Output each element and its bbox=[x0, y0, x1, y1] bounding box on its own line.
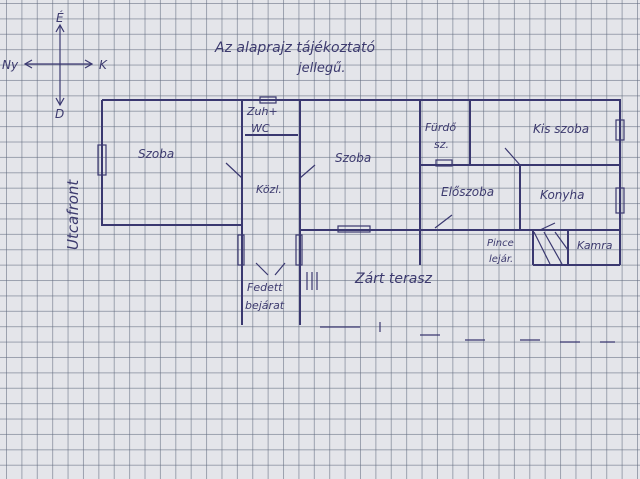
compass-east: K bbox=[99, 58, 108, 72]
entrance-label-2: bejárat bbox=[245, 299, 285, 312]
cellar-label-1: Pince bbox=[487, 238, 514, 249]
corridor-label: Közl. bbox=[256, 183, 282, 196]
cellar-label-2: lejár. bbox=[489, 253, 513, 265]
room-middle-label: Szoba bbox=[335, 151, 371, 165]
note-line2: jellegű. bbox=[296, 61, 345, 76]
windows-doors bbox=[97, 96, 625, 290]
street-label: Utcafront bbox=[64, 179, 82, 250]
kitchen-label: Konyha bbox=[540, 188, 584, 202]
bath-wc-label-2: WC bbox=[251, 122, 270, 135]
compass-west: Ny bbox=[2, 58, 19, 72]
room-left-label: Szoba bbox=[138, 147, 174, 161]
note-line1: Az alaprajz tájékoztató bbox=[214, 40, 375, 56]
terrace-boundary bbox=[320, 322, 615, 343]
compass-south: D bbox=[55, 107, 64, 121]
terrace-label: Zárt terasz bbox=[354, 271, 433, 287]
bath-wc-label-1: Zuh+ bbox=[246, 105, 278, 118]
bathroom-label-1: Fürdő bbox=[425, 121, 456, 134]
small-room-label: Kis szoba bbox=[533, 122, 589, 136]
pantry-label: Kamra bbox=[577, 239, 613, 252]
compass-north: É bbox=[56, 10, 64, 25]
bathroom-label-2: sz. bbox=[434, 138, 449, 151]
hall-label: Előszoba bbox=[441, 185, 494, 199]
entrance-label-1: Fedett bbox=[247, 281, 283, 294]
room-labels: Szoba Zuh+ WC Közl. Szoba Fürdő sz. Kis … bbox=[138, 105, 613, 312]
walls bbox=[101, 99, 621, 325]
compass: É Ny K D bbox=[2, 10, 108, 121]
